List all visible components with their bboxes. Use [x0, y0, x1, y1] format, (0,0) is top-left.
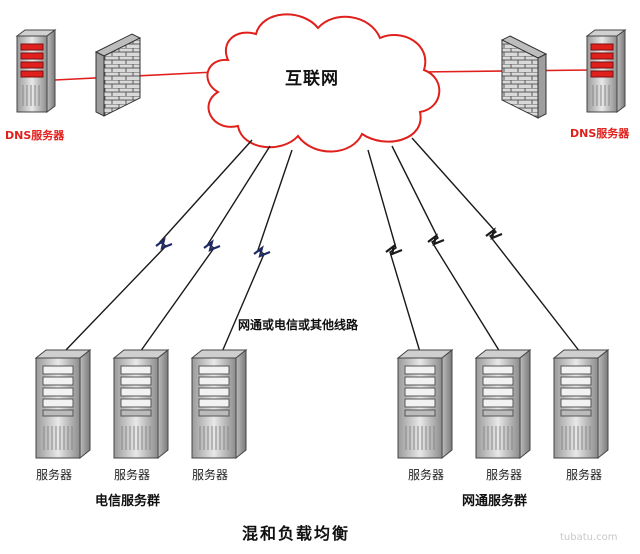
link-line-5 [391, 145, 501, 353]
right-dns-label: DNS服务器 [570, 127, 630, 140]
right-dns-server-icon [586, 29, 626, 113]
link-label: 网通或电信或其他线路 [238, 318, 359, 332]
left-dns-server-icon [16, 29, 56, 113]
cloud-label: 互联网 [285, 69, 339, 89]
left-firewall-icon [94, 33, 142, 117]
server-label: 服务器 [486, 468, 523, 482]
server-tower-icon [191, 349, 247, 459]
link-line-1 [63, 139, 253, 353]
server-tower-icon [397, 349, 453, 459]
server-tower-icon [553, 349, 609, 459]
server-label: 服务器 [408, 468, 445, 482]
server-label: 服务器 [566, 468, 603, 482]
netcom-group-label: 网通服务群 [462, 494, 528, 509]
server-label: 服务器 [192, 468, 229, 482]
link-line-6 [411, 137, 581, 353]
right-firewall-icon [500, 35, 548, 119]
link-line-4 [367, 149, 421, 353]
telecom-group-label: 电信服务群 [95, 494, 161, 509]
watermark: tubatu.com [560, 532, 618, 543]
diagram-title: 混和负载均衡 [242, 524, 351, 543]
left-dns-label: DNS服务器 [5, 129, 65, 142]
server-tower-icon [113, 349, 169, 459]
server-label: 服务器 [36, 468, 73, 482]
cloud-icon [206, 13, 441, 153]
link-line-3 [221, 149, 293, 353]
link-line-2 [139, 145, 271, 353]
server-tower-icon [475, 349, 531, 459]
server-tower-icon [35, 349, 91, 459]
server-label: 服务器 [114, 468, 151, 482]
